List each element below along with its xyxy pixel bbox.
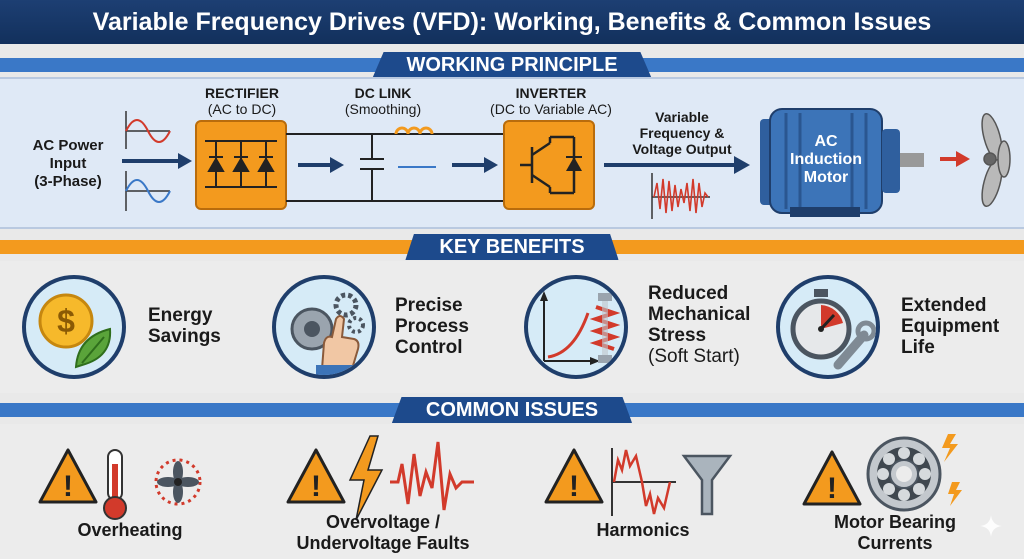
benefit-1-line-2: Savings	[148, 326, 221, 347]
motor-line-3: Motor	[803, 169, 849, 186]
issue-4-line-1: Motor Bearing	[833, 512, 956, 532]
issue-2-line-1: Overvoltage /	[325, 512, 441, 532]
motor-label: AC Induction Motor	[786, 133, 866, 187]
benefit-equipment-life: Extended Equipment Life	[901, 295, 999, 358]
issues-row: ! Overheating ! Overvoltage / Undervolta…	[0, 424, 1024, 559]
issue-4-line-2: Currents	[857, 533, 933, 553]
dclink-title: DC LINK	[354, 85, 412, 101]
arrow-dclink-icon	[452, 157, 498, 173]
arrow-rectifier-icon	[298, 157, 344, 173]
inverter-block-icon	[503, 120, 595, 210]
section-banner-issues: COMMON ISSUES	[0, 397, 1024, 423]
rectifier-block-icon	[195, 120, 287, 210]
svg-text:$: $	[57, 303, 75, 339]
arrow-output-icon	[604, 156, 750, 174]
svg-text:!: !	[827, 472, 837, 505]
ac-input-line-2: Input	[49, 155, 87, 172]
ac-input-line-1: AC Power	[32, 137, 104, 154]
bearing-spark-icon: !	[802, 434, 962, 512]
issue-harmonics: Harmonics	[596, 520, 690, 540]
inverter-title: INVERTER	[515, 85, 587, 101]
principle-diagram: AC Power Input (3-Phase) RECTIFIER (AC t…	[0, 77, 1024, 229]
benefit-3-line-2: Mechanical	[648, 304, 751, 325]
issue-voltage-faults: Overvoltage / Undervoltage Faults	[282, 512, 484, 554]
output-label: Variable Frequency & Voltage Output	[612, 109, 752, 157]
arrow-motor-icon	[940, 151, 970, 167]
section-title-principle: WORKING PRINCIPLE	[372, 52, 652, 78]
issue-bearing-currents: Motor Bearing Currents	[820, 512, 970, 554]
capacitor-icon	[360, 134, 384, 201]
ac-input-line-3: (3-Phase)	[34, 173, 102, 190]
output-line-3: Voltage Output	[632, 141, 732, 157]
rectifier-title: RECTIFIER	[205, 85, 279, 101]
ac-input-wave-icon	[125, 111, 171, 211]
fan-blade-icon	[981, 112, 1011, 208]
motor-line-2: Induction	[790, 151, 862, 168]
thermometer-fan-icon: !	[38, 448, 202, 520]
benefit-process-control: Precise Process Control	[395, 295, 469, 358]
benefit-1-line-1: Energy	[148, 305, 213, 326]
benefit-3-line-3: Stress	[648, 325, 707, 346]
rectifier-subtitle: (AC to DC)	[207, 101, 277, 117]
distorted-wave-filter-icon: !	[544, 448, 733, 516]
svg-text:!: !	[63, 470, 73, 503]
page-title: Variable Frequency Drives (VFD): Working…	[0, 0, 1024, 44]
benefit-3-subtitle: (Soft Start)	[648, 346, 740, 367]
motor-line-1: AC	[814, 133, 838, 150]
benefits-row: $ Energy Savings Precise Process Control	[0, 261, 1024, 393]
sparkle-watermark-icon	[980, 515, 1002, 537]
ac-input-label: AC Power Input (3-Phase)	[16, 137, 120, 191]
ac-motor-icon	[760, 108, 924, 217]
benefit-2-line-3: Control	[395, 337, 463, 358]
section-title-benefits: KEY BENEFITS	[405, 234, 619, 260]
inverter-subtitle: (DC to Variable AC)	[490, 101, 612, 117]
hand-dial-gears-icon	[272, 275, 376, 379]
benefit-2-line-2: Process	[395, 316, 469, 337]
issue-overheating: Overheating	[77, 520, 183, 540]
vfd-block-diagram	[122, 108, 1011, 219]
benefit-3-line-1: Reduced	[648, 283, 729, 304]
benefit-energy-savings: Energy Savings	[148, 305, 221, 347]
svg-text:!: !	[569, 470, 579, 503]
benefit-4-line-2: Equipment	[901, 316, 1000, 337]
section-title-issues: COMMON ISSUES	[391, 397, 633, 423]
benefit-mechanical-stress: Reduced Mechanical Stress (Soft Start)	[648, 283, 750, 367]
dollar-coin-leaf-icon: $	[22, 275, 126, 379]
inductor-icon	[394, 126, 434, 135]
section-banner-benefits: KEY BENEFITS	[0, 234, 1024, 260]
output-line-1: Variable	[655, 109, 709, 125]
section-banner-principle: WORKING PRINCIPLE	[0, 52, 1024, 78]
benefit-4-line-1: Extended	[901, 295, 987, 316]
dclink-subtitle: (Smoothing)	[344, 101, 422, 117]
lightning-spike-icon: !	[286, 435, 474, 521]
issue-2-line-2: Undervoltage Faults	[296, 533, 470, 553]
pwm-waveform-icon	[651, 173, 710, 219]
arrow-input-icon	[122, 153, 192, 169]
stopwatch-wrench-icon	[776, 275, 880, 379]
spring-curve-icon	[524, 275, 628, 379]
benefit-2-line-1: Precise	[395, 295, 463, 316]
svg-text:!: !	[311, 470, 321, 503]
output-line-2: Frequency &	[639, 125, 725, 141]
benefit-4-line-3: Life	[901, 337, 935, 358]
